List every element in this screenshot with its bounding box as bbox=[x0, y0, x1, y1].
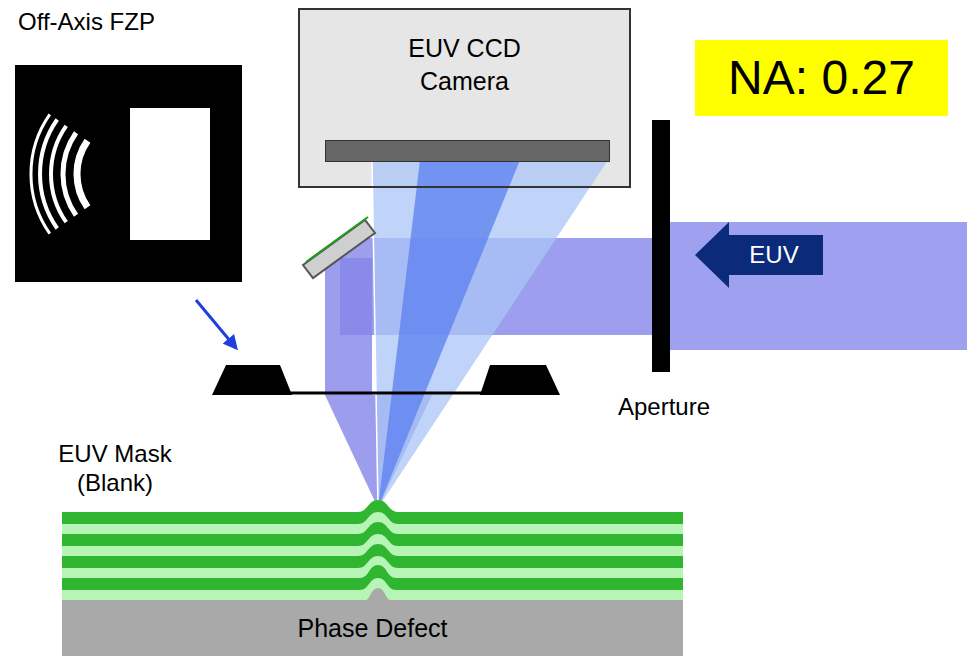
axis-line bbox=[372, 160, 378, 508]
node-text: EUV CCD Camera bbox=[390, 32, 540, 97]
fzp-holder bbox=[212, 365, 292, 395]
multilayer bbox=[62, 500, 683, 601]
reflected-cone bbox=[378, 160, 520, 508]
node-text: EUV bbox=[749, 241, 798, 269]
fzp-inset bbox=[15, 65, 242, 282]
ccd-detector bbox=[325, 140, 610, 162]
arrow-shape bbox=[695, 222, 823, 288]
aperture bbox=[652, 120, 670, 372]
camera-box: EUV CCD Camera bbox=[298, 8, 631, 188]
mirror-coating bbox=[306, 217, 368, 262]
euv-beam bbox=[670, 222, 967, 350]
euv-arrow: EUV bbox=[695, 222, 823, 288]
node-text: NA: 0.27 bbox=[728, 50, 915, 105]
part-label: Aperture bbox=[618, 393, 710, 422]
pointer-arrow bbox=[196, 300, 236, 348]
na-box: NA: 0.27 bbox=[695, 40, 948, 116]
figure-label: Off-Axis FZP bbox=[18, 8, 155, 37]
node-text: Phase Defect bbox=[297, 614, 447, 643]
substrate-band: Phase Defect bbox=[62, 600, 683, 656]
camera-housing bbox=[298, 8, 631, 188]
part-label: EUV Mask (Blank) bbox=[50, 440, 180, 498]
fzp-holder bbox=[480, 365, 560, 395]
euv-beam bbox=[325, 258, 372, 395]
fzp-membrane bbox=[285, 392, 487, 395]
reflected-cone bbox=[372, 160, 608, 508]
mirror bbox=[303, 220, 375, 278]
